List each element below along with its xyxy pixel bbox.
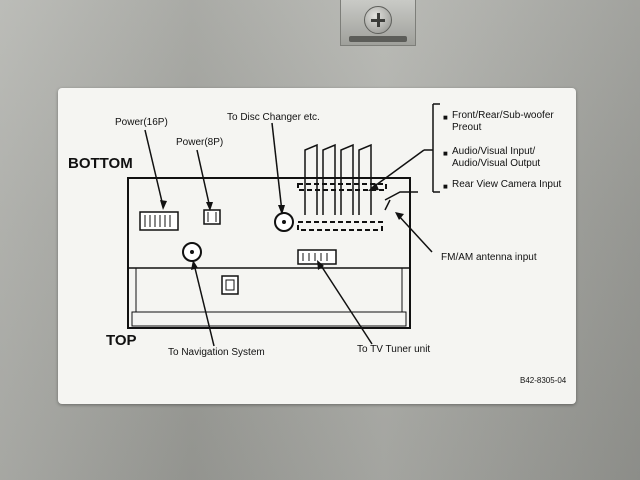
power-8p-connector xyxy=(203,209,221,225)
fm-am-antenna-label: FM/AM antenna input xyxy=(441,252,537,263)
bottom-label: BOTTOM xyxy=(68,155,133,172)
rear-camera-label: Rear View Camera Input xyxy=(452,179,562,190)
screw-icon xyxy=(364,6,392,34)
power-16p-label: Power(16P) xyxy=(115,117,168,128)
bracket-slot xyxy=(349,36,407,42)
unit-body-outline xyxy=(127,177,411,329)
front-rear-preout-label: Front/Rear/Sub-woofer xyxy=(452,110,554,121)
ground-terminal xyxy=(221,275,239,295)
rca-cable-bundle xyxy=(304,143,372,215)
av-input-label: Audio/Visual Input/ xyxy=(452,146,536,157)
callout-bracket xyxy=(424,103,440,193)
part-number: B42-8305-04 xyxy=(520,376,567,385)
tv-tuner-label: To TV Tuner unit xyxy=(357,344,431,355)
front-rear-preout-label-line2: Preout xyxy=(452,122,482,133)
antenna-lead xyxy=(384,191,418,201)
wiring-label-sticker xyxy=(58,88,576,404)
bullet-icon: ■ xyxy=(443,149,448,158)
bullet-icon: ■ xyxy=(443,113,448,122)
mounting-bracket xyxy=(340,0,416,46)
disc-changer-label: To Disc Changer etc. xyxy=(227,112,320,123)
power-16p-connector xyxy=(139,211,179,231)
power-8p-label: Power(8P) xyxy=(176,137,224,148)
top-label: TOP xyxy=(106,332,137,349)
unit-front-edge xyxy=(131,311,407,327)
av-output-label: Audio/Visual Output xyxy=(452,158,541,169)
tv-tuner-connector xyxy=(297,249,337,265)
navigation-label: To Navigation System xyxy=(168,347,265,358)
bullet-icon: ■ xyxy=(443,182,448,191)
